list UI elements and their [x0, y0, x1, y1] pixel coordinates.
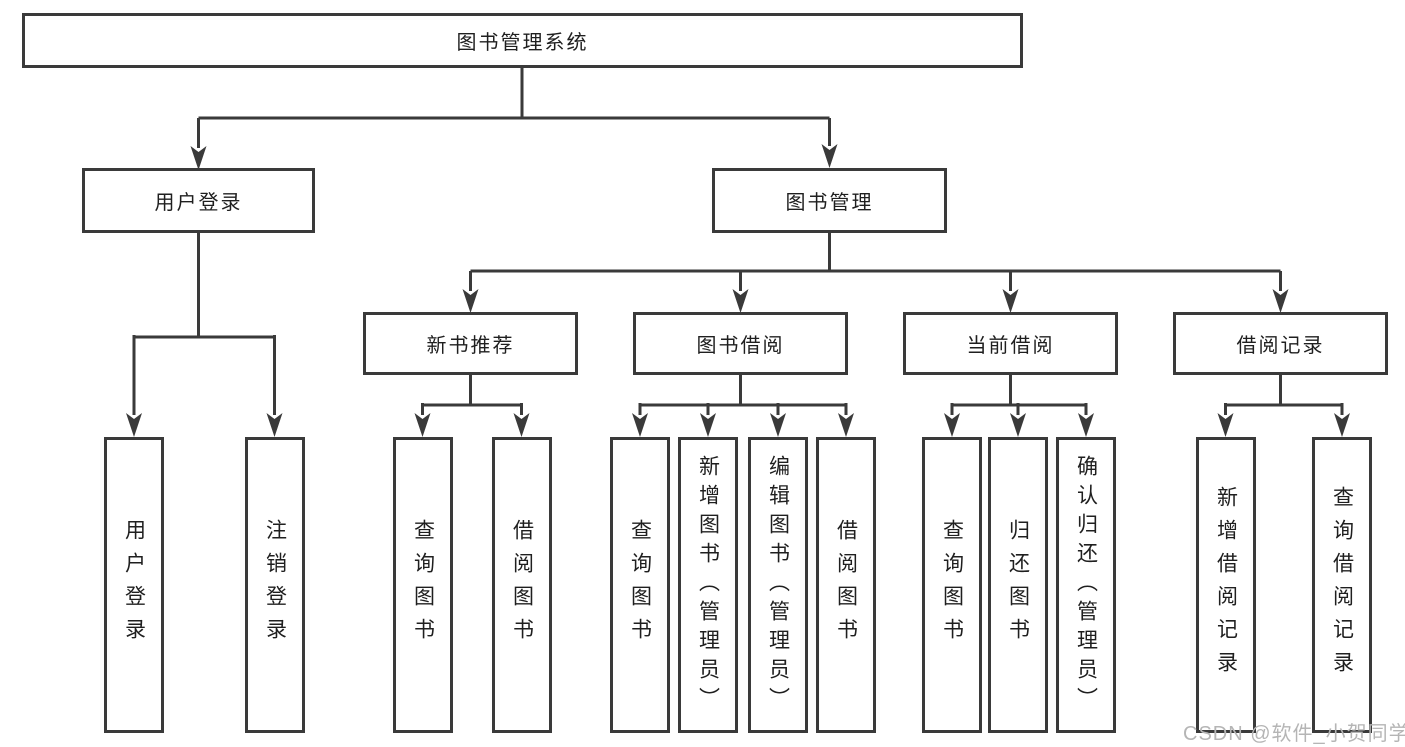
leaf-current-query-book: 查询图书 [922, 437, 982, 733]
leaf-borrow-query-book-label: 查询图书 [628, 519, 652, 651]
node-book-management: 图书管理 [712, 168, 947, 233]
leaf-borrow-borrow-book: 借阅图书 [816, 437, 876, 733]
leaf-return-book: 归还图书 [988, 437, 1048, 733]
leaf-recommend-borrow-book: 借阅图书 [492, 437, 552, 733]
node-borrow-record: 借阅记录 [1173, 312, 1388, 375]
leaf-edit-book-admin-label: 编辑图书（管理员） [766, 454, 790, 716]
node-current-borrow: 当前借阅 [903, 312, 1118, 375]
leaf-add-book-admin: 新增图书（管理员） [678, 437, 738, 733]
leaf-add-borrow-record-label: 新增借阅记录 [1214, 486, 1238, 684]
node-root: 图书管理系统 [22, 13, 1023, 68]
leaf-edit-book-admin: 编辑图书（管理员） [748, 437, 808, 733]
leaf-recommend-query-book: 查询图书 [393, 437, 453, 733]
leaf-user-login-label: 用户登录 [122, 519, 146, 651]
leaf-current-query-book-label: 查询图书 [940, 519, 964, 651]
leaf-borrow-borrow-book-label: 借阅图书 [834, 519, 858, 651]
leaf-borrow-query-book: 查询图书 [610, 437, 670, 733]
node-new-book-recommend: 新书推荐 [363, 312, 578, 375]
leaf-logout-label: 注销登录 [263, 519, 287, 651]
node-user-login: 用户登录 [82, 168, 315, 233]
leaf-return-book-label: 归还图书 [1006, 519, 1030, 651]
leaf-logout: 注销登录 [245, 437, 305, 733]
leaf-recommend-query-book-label: 查询图书 [411, 519, 435, 651]
leaf-query-borrow-record-label: 查询借阅记录 [1330, 486, 1354, 684]
leaf-add-book-admin-label: 新增图书（管理员） [696, 454, 720, 716]
node-book-borrow: 图书借阅 [633, 312, 848, 375]
leaf-query-borrow-record: 查询借阅记录 [1312, 437, 1372, 733]
leaf-add-borrow-record: 新增借阅记录 [1196, 437, 1256, 733]
leaf-confirm-return-admin: 确认归还（管理员） [1056, 437, 1116, 733]
arrowheads [126, 144, 1350, 437]
csdn-watermark: CSDN @软件_小贺同学 [1183, 723, 1405, 745]
leaf-recommend-borrow-book-label: 借阅图书 [510, 519, 534, 651]
leaf-confirm-return-admin-label: 确认归还（管理员） [1074, 454, 1098, 716]
leaf-user-login: 用户登录 [104, 437, 164, 733]
